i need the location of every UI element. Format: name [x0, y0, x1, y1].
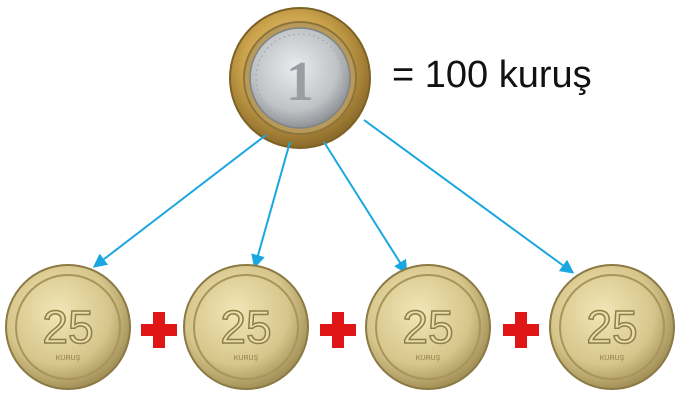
- plus-sign-2: [320, 312, 356, 348]
- plus-sign-1: [141, 312, 177, 348]
- coin-value: 25: [586, 301, 637, 353]
- arrows-group: [92, 119, 575, 275]
- small-coin-4: 25 KURUŞ: [549, 264, 675, 390]
- small-coin-3: 25 KURUŞ: [365, 264, 491, 390]
- coin-numeral-one: 1: [286, 51, 314, 113]
- coin-label: KURUŞ: [416, 355, 441, 362]
- coin-value: 25: [42, 301, 93, 353]
- arrow-to-coin-3: [323, 141, 408, 275]
- plus-sign-3: [503, 312, 539, 348]
- coin-label: KURUŞ: [56, 355, 81, 362]
- arrow-to-coin-2: [251, 141, 291, 269]
- small-coin-1: 25 KURUŞ: [5, 264, 131, 390]
- equation-label: = 100 kuruş: [392, 54, 592, 96]
- one-lira-coin: 1: [229, 7, 371, 149]
- coin-label: KURUŞ: [234, 355, 259, 362]
- coin-label: KURUŞ: [600, 355, 625, 362]
- arrow-to-coin-1: [92, 134, 267, 268]
- coin-value: 25: [220, 301, 271, 353]
- coin-value: 25: [402, 301, 453, 353]
- small-coin-2: 25 KURUŞ: [183, 264, 309, 390]
- arrow-to-coin-4: [363, 119, 575, 274]
